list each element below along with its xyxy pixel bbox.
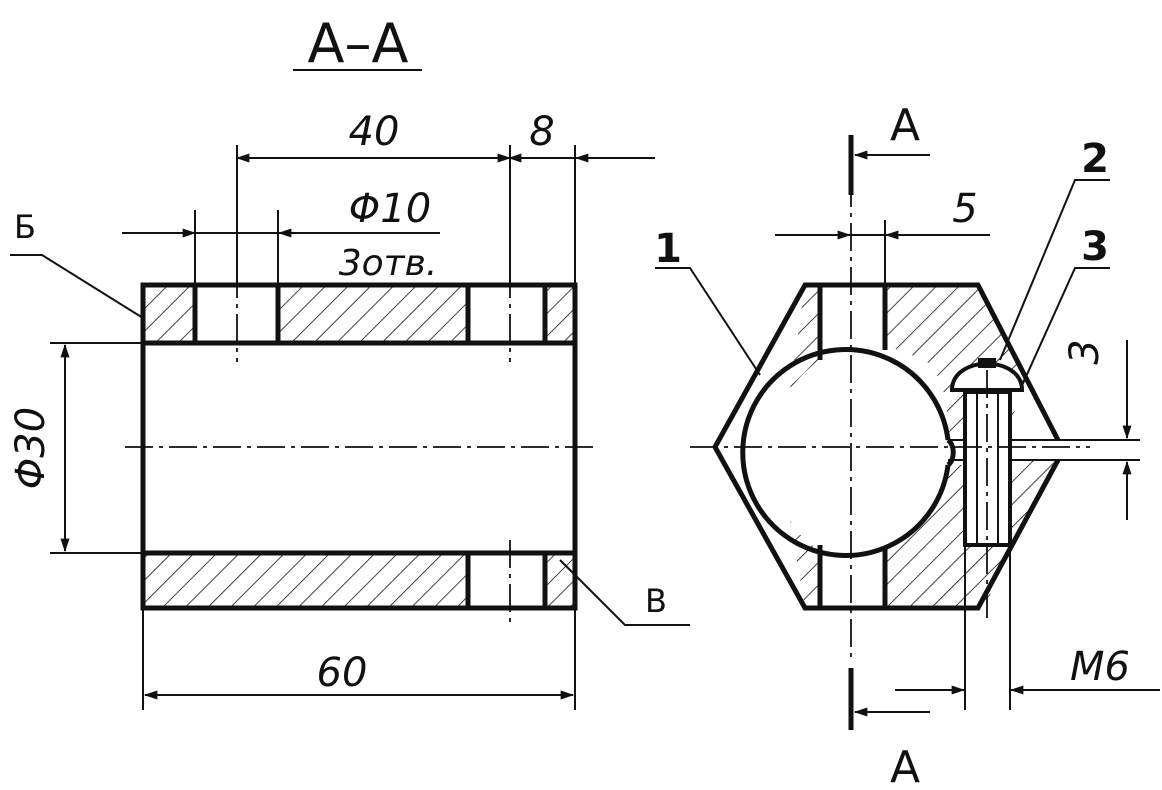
dim-5-text: 5: [952, 186, 977, 232]
dim-m6-text: М6: [1070, 644, 1130, 690]
dim-hole-count-text: 3отв.: [339, 243, 438, 284]
bore-circle: [740, 347, 951, 558]
section-title: А–А: [308, 12, 409, 75]
section-mark-bottom: А: [890, 742, 920, 790]
dim-60-text: 60: [317, 650, 368, 696]
dimension-phi30: [50, 342, 143, 554]
dim-phi10-text: Φ10: [349, 186, 431, 232]
dimension-40-8: [235, 145, 655, 285]
dimension-5: [775, 220, 990, 285]
leaders: [10, 254, 690, 626]
slot-end: [946, 437, 956, 468]
part-3-label: 3: [1081, 224, 1109, 270]
dimension-m6: [895, 545, 1160, 710]
dim-8-text: 8: [529, 109, 554, 155]
part-leaders: [655, 179, 1110, 391]
end-view: [655, 135, 1160, 730]
part-1-label: 1: [654, 226, 682, 272]
hatched-walls: [143, 285, 575, 608]
end-center-lines: [690, 135, 1090, 660]
section-mark-top: А: [890, 100, 920, 151]
label-v: В: [645, 582, 667, 620]
section-marks: [848, 135, 930, 730]
dim-phi30-text: Φ30: [8, 407, 54, 489]
label-b: Б: [14, 208, 36, 246]
dim-3-text: 3: [1062, 339, 1108, 364]
section-view: [10, 145, 690, 710]
dimension-60: [142, 608, 576, 710]
center-lines: [125, 270, 595, 625]
part-2-label: 2: [1081, 136, 1109, 182]
dimension-phi10: [122, 210, 440, 285]
dim-40-text: 40: [349, 109, 400, 155]
